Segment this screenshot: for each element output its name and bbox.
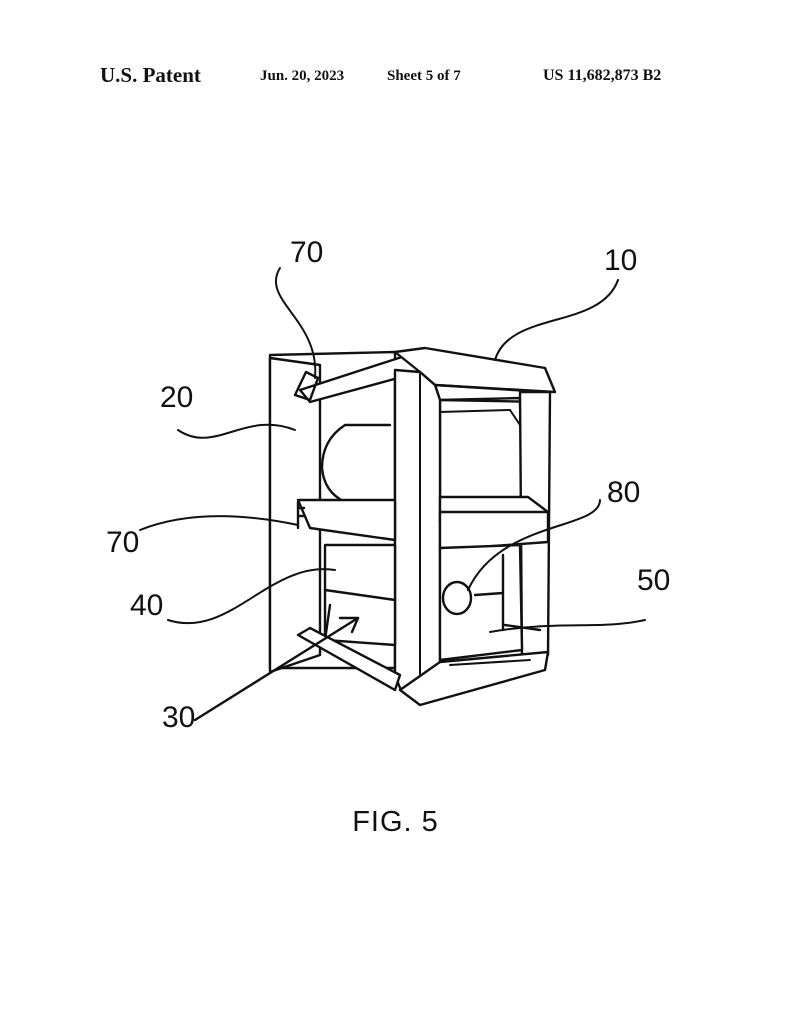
ref-label-30: 30 [162,701,195,734]
side-panel-face [268,356,322,674]
middle-shelf-front [438,510,550,552]
right-lower-block [438,543,524,662]
ref-label-10: 10 [604,244,637,277]
arrow-30-head [338,616,360,634]
header-title: U.S. Patent [100,63,201,87]
leader-10 [494,279,619,361]
bottom-rail [296,626,402,692]
leader-70-mid [139,515,299,531]
ref-label-80: 80 [607,476,640,509]
middle-clip-notch [296,500,306,530]
top-rail-clip [293,370,320,402]
leader-70-top [274,267,317,379]
leader-80 [467,499,601,591]
header-patent-number: US 11,682,873 B2 [543,67,662,84]
ref-label-70-mid: 70 [106,526,139,559]
bottom-frame-inner [449,659,531,666]
ref-label-40: 40 [130,589,163,622]
leader-20 [177,423,296,439]
header-sheet: Sheet 5 of 7 [387,68,461,84]
leader-50 [489,619,646,633]
ref-label-70-top: 70 [290,236,323,269]
lower-block-edge [323,588,397,642]
patent-header: U.S. Patent Jun. 20, 2023 Sheet 5 of 7 U… [0,60,791,92]
figure-caption: FIG. 5 [352,806,439,838]
ref-label-50: 50 [637,564,670,597]
middle-clip-arm [296,498,397,542]
panel-cutout [320,423,394,504]
arrow-30-shaft [193,616,360,722]
upper-back-wall [438,396,524,507]
indicator-circle [441,580,473,616]
leader-40 [167,568,336,625]
front-post [393,368,442,702]
upper-back-edge [439,409,521,426]
header-date: Jun. 20, 2023 [260,68,345,84]
bottom-frame [398,650,550,707]
ref-label-20: 20 [160,381,193,414]
